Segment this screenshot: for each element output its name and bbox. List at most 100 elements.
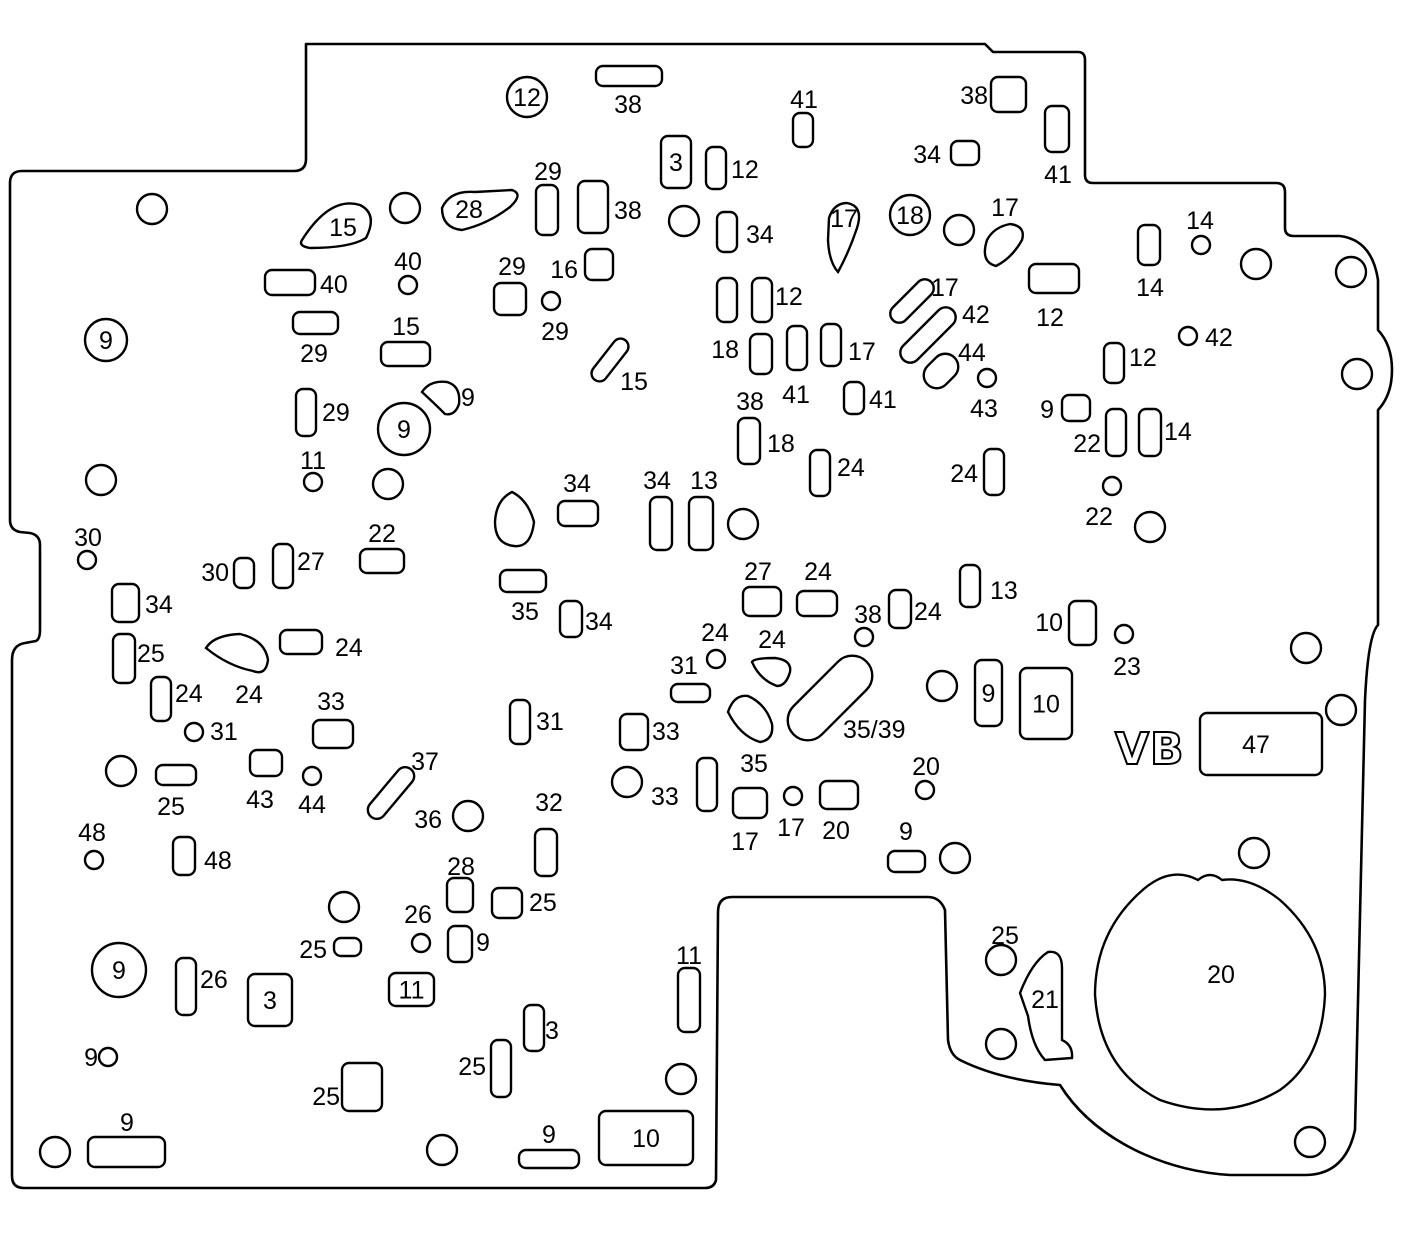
bolt-hole <box>302 471 324 493</box>
port-hole <box>174 956 198 1017</box>
callout-label: 40 <box>320 271 348 299</box>
port-hole <box>294 387 318 438</box>
callout-label: 24 <box>758 626 786 654</box>
callout-label: 35 <box>511 598 539 626</box>
port-hole <box>171 835 197 877</box>
port-hole <box>517 1148 581 1170</box>
bolt-hole <box>97 1046 119 1068</box>
callout-label: 34 <box>563 470 591 498</box>
port-hole <box>576 179 610 235</box>
port-hole <box>687 495 715 552</box>
bolt-hole <box>1237 836 1271 870</box>
callout-label: 33 <box>651 783 679 811</box>
bolt-hole <box>914 779 936 801</box>
bolt-hole <box>984 1027 1018 1061</box>
port-hole <box>669 682 712 704</box>
bolt-hole <box>327 890 361 924</box>
port-hole <box>1027 262 1081 295</box>
callout-label: 20 <box>1207 961 1235 989</box>
bolt-hole <box>610 765 644 799</box>
bolt-hole <box>1334 255 1368 289</box>
port-hole <box>492 281 528 317</box>
bolt-hole <box>782 785 804 807</box>
port-hole <box>232 556 256 590</box>
bolt-hole <box>853 626 875 648</box>
callout-label: 42 <box>1205 324 1233 352</box>
bolt-hole <box>371 467 405 501</box>
shaped-port <box>1093 873 1327 1111</box>
port-hole <box>498 568 548 594</box>
callout-label: 13 <box>690 467 718 495</box>
port-hole <box>340 1061 384 1113</box>
callout-label: 35/39 <box>843 716 906 744</box>
port-hole <box>154 763 198 787</box>
bolt-hole <box>726 507 760 541</box>
bolt-hole <box>388 191 422 225</box>
port-hole <box>311 718 355 750</box>
callout-label: 29 <box>300 340 328 368</box>
callout-label: 22 <box>368 520 396 548</box>
shaped-port <box>440 188 519 232</box>
circled-callout: 9 <box>397 416 411 444</box>
callout-label: 44 <box>298 791 326 819</box>
callout-label: 25 <box>458 1053 486 1081</box>
callout-label: 24 <box>804 558 832 586</box>
callout-label: 37 <box>411 748 439 776</box>
callout-label: 26 <box>200 966 228 994</box>
callout-label: 17 <box>991 194 1019 222</box>
callout-label: 9 <box>120 1109 134 1137</box>
circled-callout: 9 <box>99 327 113 355</box>
port-hole <box>791 111 815 149</box>
callout-label: 41 <box>1044 161 1072 189</box>
callout-label: 32 <box>535 789 563 817</box>
port-hole <box>1067 599 1098 647</box>
bolt-hole <box>888 193 932 237</box>
callout-label: 26 <box>404 901 432 929</box>
port-hole <box>676 966 702 1034</box>
bolt-hole <box>425 1133 459 1167</box>
callout-label: 31 <box>536 708 564 736</box>
port-hole <box>263 268 317 297</box>
port-hole <box>278 628 324 656</box>
port-hole <box>818 779 860 811</box>
port-hole <box>445 876 475 914</box>
callout-label: 9 <box>476 929 490 957</box>
callout-label: 42 <box>962 301 990 329</box>
port-hole <box>489 1038 513 1099</box>
slanted-slot <box>922 352 960 390</box>
port-hole <box>111 632 137 685</box>
port-hole <box>1198 711 1324 777</box>
bolt-hole <box>410 932 432 954</box>
callout-label: 38 <box>736 388 764 416</box>
callout-label: 9 <box>461 384 475 412</box>
boxed-callout: 3 <box>669 149 683 177</box>
callout-label: 12 <box>1036 304 1064 332</box>
callout-label: 9 <box>899 818 913 846</box>
bolt-hole <box>1289 631 1323 665</box>
bolt-hole <box>1113 623 1135 645</box>
callout-label: 14 <box>1164 418 1192 446</box>
port-hole <box>748 332 774 376</box>
port-hole <box>1060 393 1092 423</box>
port-hole <box>533 827 559 878</box>
callout-label: 25 <box>137 640 165 668</box>
callout-label: 24 <box>950 460 978 488</box>
callout-label: 38 <box>960 82 988 110</box>
callout-label: 44 <box>958 339 986 367</box>
callout-label: 9 <box>1040 396 1054 424</box>
callout-label: 17 <box>830 205 858 233</box>
callout-label: 18 <box>767 430 795 458</box>
port-hole <box>1136 223 1162 267</box>
callout-label: 16 <box>550 256 578 284</box>
bolt-hole <box>984 943 1018 977</box>
callout-label: 21 <box>1031 986 1059 1014</box>
callout-label: 11 <box>300 447 326 475</box>
boxed-callout: 10 <box>632 1125 660 1153</box>
bolt-hole <box>942 213 976 247</box>
port-hole <box>741 585 783 618</box>
callout-label: 20 <box>912 753 940 781</box>
bolt-hole <box>451 799 485 833</box>
shaped-port <box>493 490 536 548</box>
callout-label: 24 <box>701 619 729 647</box>
bolt-hole <box>183 721 205 743</box>
